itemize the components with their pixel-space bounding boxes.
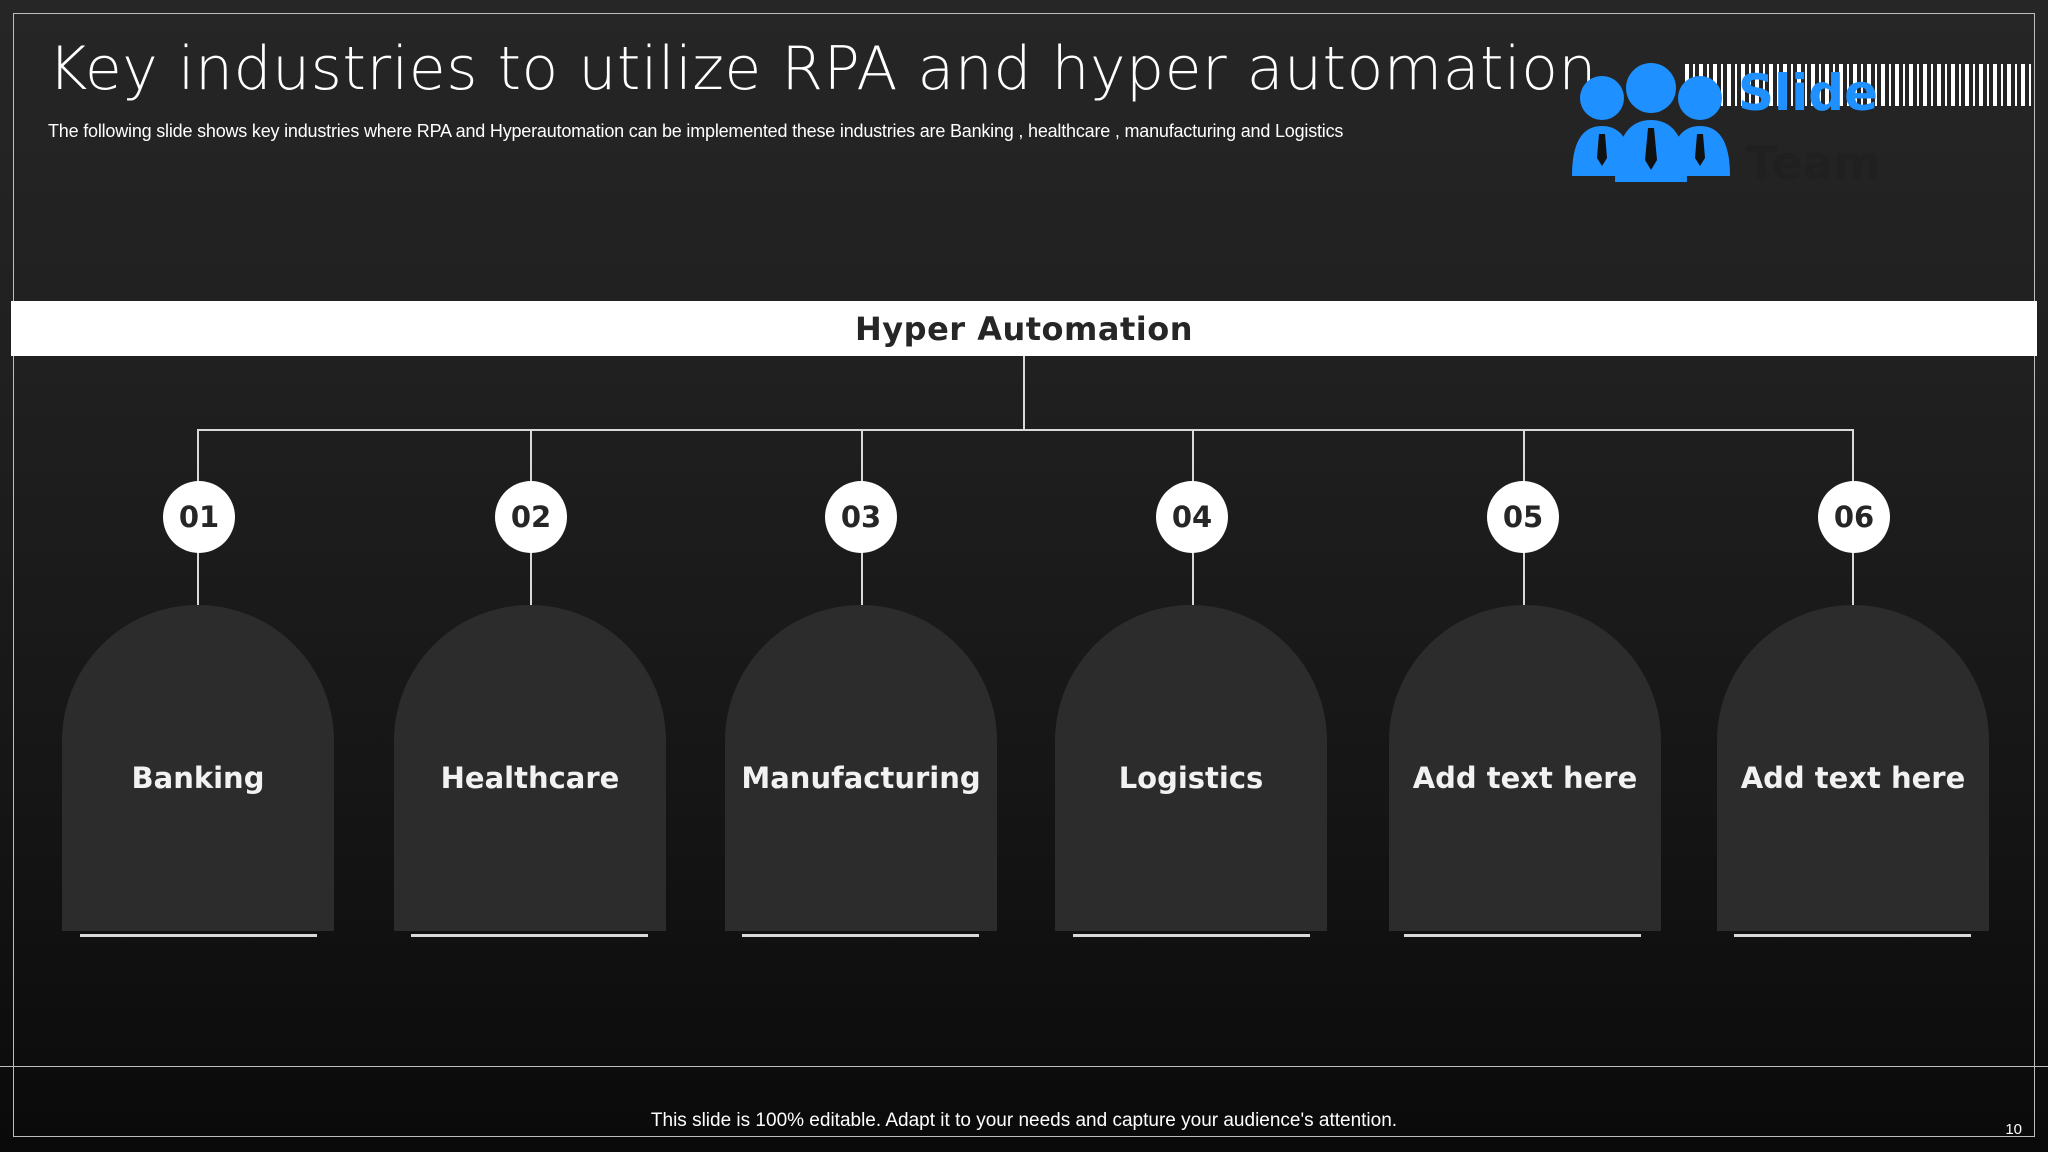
connector-horizontal: [197, 429, 1853, 431]
industry-label: Add text here: [1412, 761, 1638, 795]
industry-label: Manufacturing: [741, 761, 981, 795]
connector-trunk: [1023, 356, 1025, 430]
slide-subtitle: The following slide shows key industries…: [48, 121, 1344, 141]
industry-card: Healthcare: [394, 605, 666, 931]
step-number-circle: 05: [1487, 481, 1559, 553]
footer-text: This slide is 100% editable. Adapt it to…: [650, 1110, 1398, 1131]
step-number-circle: 03: [825, 481, 897, 553]
step-number-circle: 06: [1818, 481, 1890, 553]
slide-title: Key industries to utilize RPA and hyper …: [48, 34, 1597, 104]
team-people-icon: [1572, 63, 2031, 182]
industry-card: Banking: [62, 605, 334, 931]
step-number-circle: 04: [1156, 481, 1228, 553]
step-number: 02: [510, 500, 552, 534]
card-underline: [1734, 934, 1971, 937]
step-number: 04: [1171, 500, 1213, 534]
footer-divider: [0, 1066, 2048, 1067]
industry-card: Add text here: [1717, 605, 1989, 931]
card-underline: [1404, 934, 1641, 937]
step-number: 03: [840, 500, 882, 534]
step-number-circle: 01: [163, 481, 235, 553]
industry-card: Add text here: [1389, 605, 1661, 931]
banner-label: Hyper Automation: [855, 309, 1193, 348]
logo-word-slide: Slide: [1738, 64, 1878, 122]
logo-word-team: Team: [1746, 136, 1882, 190]
hyper-automation-banner: Hyper Automation: [11, 301, 2037, 356]
industry-label: Logistics: [1118, 761, 1264, 795]
industry-card: Manufacturing: [725, 605, 997, 931]
card-underline: [1073, 934, 1310, 937]
slideteam-logo: Slide Team: [1570, 58, 2040, 188]
industry-card: Logistics: [1055, 605, 1327, 931]
industry-label: Healthcare: [440, 761, 620, 795]
page-number: 10: [2005, 1121, 2022, 1138]
card-underline: [80, 934, 317, 937]
step-number: 06: [1833, 500, 1875, 534]
step-number-circle: 02: [495, 481, 567, 553]
industry-label: Add text here: [1740, 761, 1966, 795]
industry-label: Banking: [131, 761, 265, 795]
card-underline: [742, 934, 979, 937]
card-underline: [411, 934, 648, 937]
step-number: 01: [178, 500, 220, 534]
step-number: 05: [1502, 500, 1544, 534]
